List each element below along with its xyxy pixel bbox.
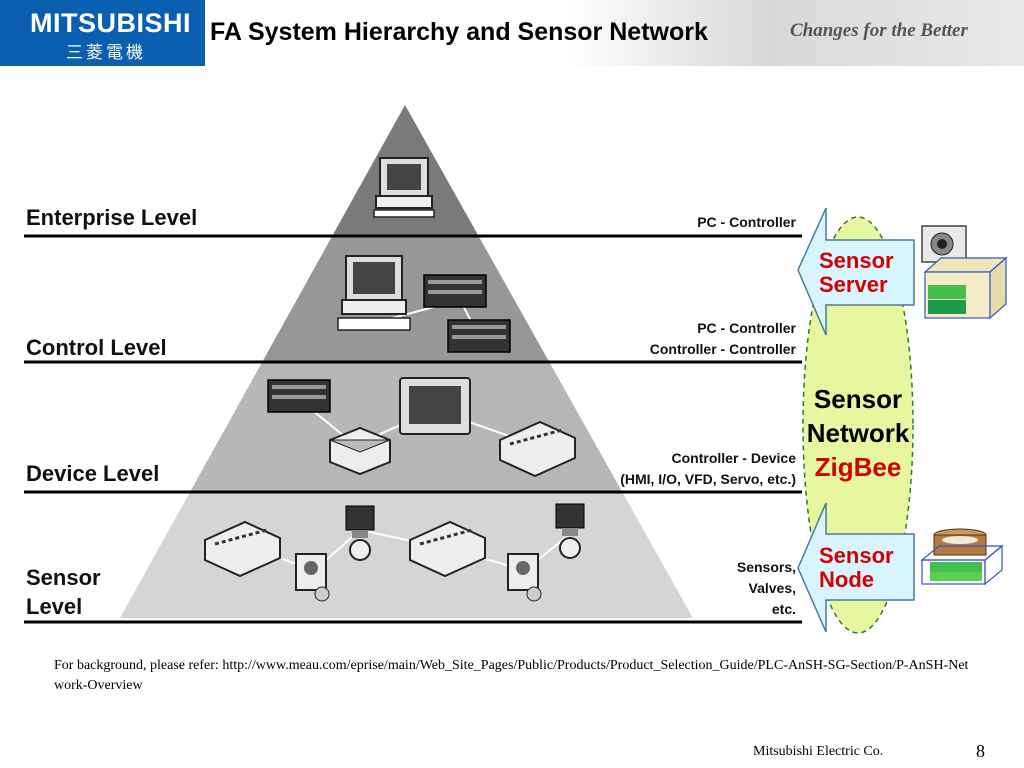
servo-drive-icon <box>329 426 391 476</box>
plc-controller-icon <box>447 319 511 353</box>
connection-line: Valves, <box>748 580 797 596</box>
logo-japanese: 三菱電機 <box>66 43 146 63</box>
control-level-label: Control Level <box>26 335 167 360</box>
header-bar: MITSUBISHI 三菱電機 FA System Hierarchy and … <box>0 0 1024 66</box>
control-connection-label: PC - Controller Controller - Controller <box>560 318 796 360</box>
connection-line: etc. <box>771 601 796 617</box>
valve-icon <box>555 503 585 559</box>
pc-computer-icon <box>373 157 435 218</box>
connection-line: Controller - Device <box>671 450 796 466</box>
proximity-sensor-icon <box>295 553 330 602</box>
device-connection-label: Controller - Device (HMI, I/O, VFD, Serv… <box>560 448 796 490</box>
sensor-level-label: Sensor Level <box>26 563 101 621</box>
device-level-label: Device Level <box>26 461 160 486</box>
sensor-node-device-icon <box>920 528 1004 586</box>
sensor-node-label-line: Sensor <box>819 543 894 568</box>
connection-line: Sensors, <box>736 559 796 575</box>
valve-icon <box>345 505 375 561</box>
sensor-level-label-line: Sensor <box>26 565 101 590</box>
footer-company: Mitsubishi Electric Co. <box>753 744 884 759</box>
sensor-node-label-line: Node <box>819 567 874 592</box>
io-module-icon <box>499 420 576 478</box>
sensor-server-arrow <box>797 207 915 336</box>
connection-line: Controller - Controller <box>649 341 796 357</box>
enterprise-connection-label: PC - Controller <box>560 212 796 233</box>
page-number: 8 <box>976 741 985 761</box>
sensor-network-label-line: Sensor <box>813 384 903 414</box>
reference-note: For background, please refer: http://www… <box>54 658 969 693</box>
io-module-icon <box>409 520 486 578</box>
io-module-icon <box>204 520 281 578</box>
slide-title: FA System Hierarchy and Sensor Network <box>210 18 708 46</box>
sensor-server-device-icon <box>921 225 1008 320</box>
sensor-node-arrow <box>797 502 915 633</box>
plc-controller-icon <box>267 379 331 413</box>
sensor-level-label-line: Level <box>26 594 83 619</box>
connection-line: (HMI, I/O, VFD, Servo, etc.) <box>620 471 796 487</box>
sensor-network-ellipse <box>802 216 914 634</box>
sensor-connection-label: Sensors, Valves, etc. <box>600 557 796 620</box>
sensor-network-label-line: Network <box>806 418 910 448</box>
pc-workstation-icon <box>337 255 411 331</box>
logo-text: MITSUBISHI <box>30 8 192 38</box>
proximity-sensor-icon <box>507 553 542 602</box>
sensor-server-label: Sensor Server <box>819 249 894 297</box>
brand-tagline: Changes for the Better <box>790 20 968 41</box>
connection-line: PC - Controller <box>697 214 796 230</box>
zigbee-label: ZigBee <box>814 452 902 482</box>
sensor-network-label: Sensor Network ZigBee <box>798 382 918 484</box>
sensor-server-label-line: Server <box>819 272 888 297</box>
plc-controller-icon <box>423 274 487 308</box>
hmi-panel-icon <box>399 377 471 435</box>
mitsubishi-logo: MITSUBISHI 三菱電機 <box>0 0 205 66</box>
enterprise-level-label: Enterprise Level <box>26 205 198 230</box>
sensor-server-label-line: Sensor <box>819 248 894 273</box>
connection-line: PC - Controller <box>697 320 796 336</box>
sensor-node-label: Sensor Node <box>819 544 894 592</box>
